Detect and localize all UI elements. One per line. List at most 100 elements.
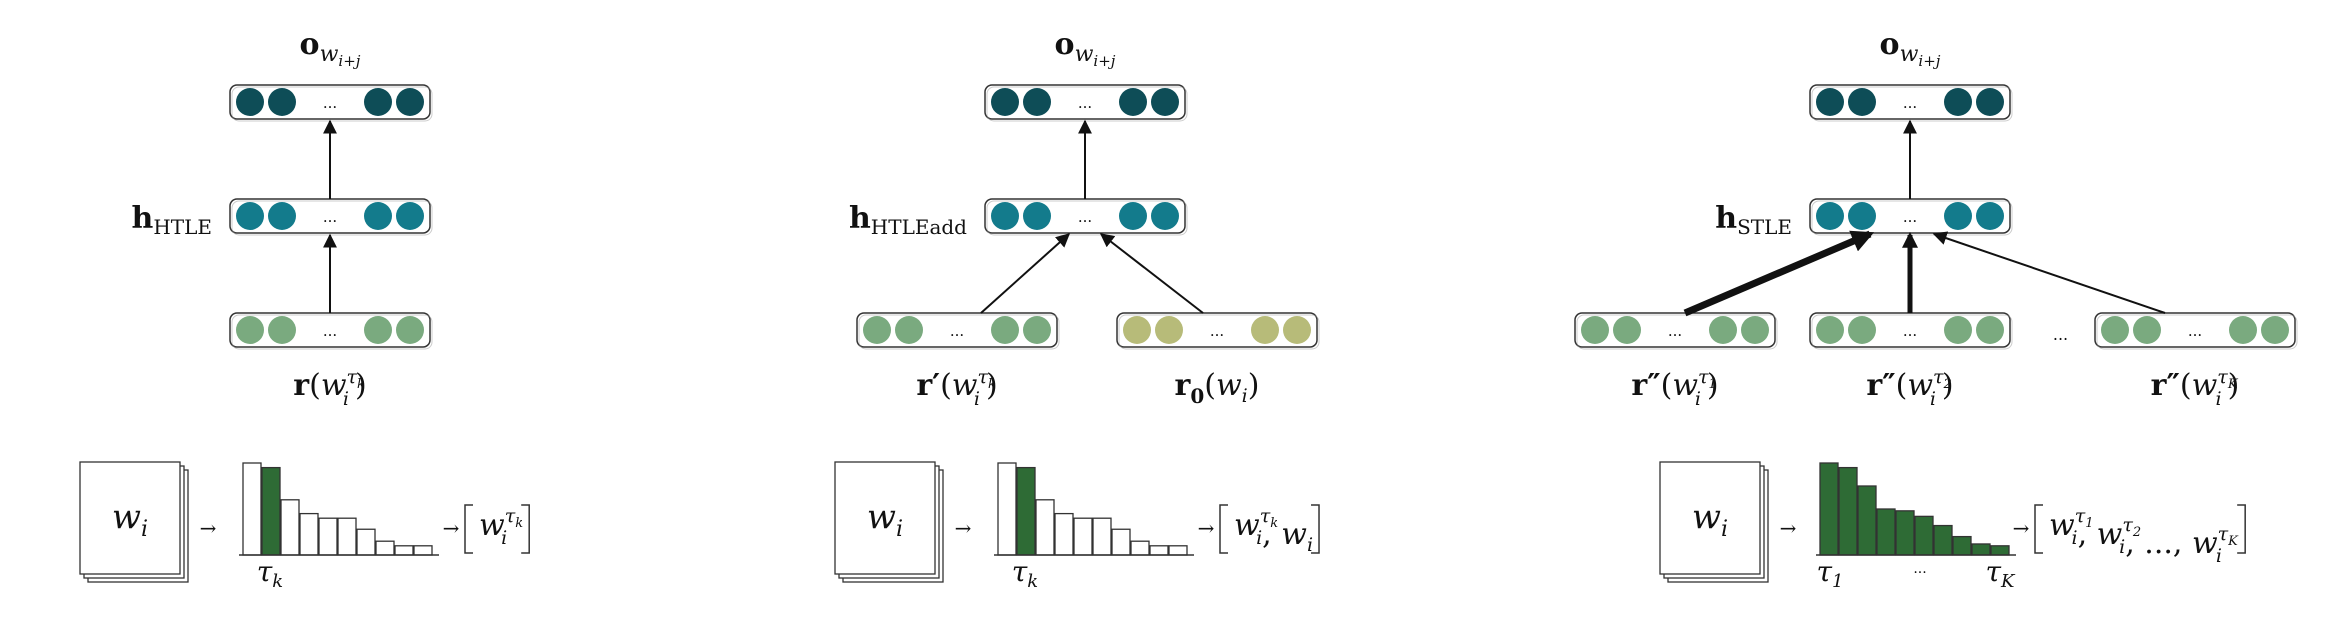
bracket-left [2034, 504, 2043, 554]
hidden-layer: ... [1809, 198, 2013, 236]
histogram-bar [1895, 510, 1915, 556]
layer-ellipsis: ... [2188, 322, 2202, 340]
layer-ellipsis: ... [1903, 208, 1917, 226]
flow-arrow-icon: → [955, 516, 972, 540]
neuron [364, 202, 392, 230]
histogram-bar [1933, 524, 1953, 556]
output-layer: ... [229, 84, 433, 122]
neuron [1816, 202, 1844, 230]
input-layer: ... [1116, 312, 1320, 350]
tick-ellipsis: ... [1913, 561, 1926, 577]
histogram: τk [994, 462, 1194, 592]
document-stack-icon: wi [79, 461, 189, 583]
histogram-bar [375, 540, 395, 556]
histogram-bar [318, 517, 338, 556]
layer-ellipsis: ... [1078, 208, 1092, 226]
flow-arrow-icon: → [2013, 516, 2030, 540]
arrow [1099, 233, 1204, 314]
neuron [364, 88, 392, 116]
histogram-bar [1168, 545, 1188, 556]
histogram-bar [1971, 543, 1991, 556]
layer-ellipsis: ... [1210, 322, 1224, 340]
bracket-right [1311, 504, 1320, 554]
inputs-ellipsis: ... [2053, 325, 2068, 344]
neuron [1023, 88, 1051, 116]
neuron [1119, 88, 1147, 116]
neuron [1848, 202, 1876, 230]
neuron [1944, 88, 1972, 116]
layer-ellipsis: ... [323, 208, 337, 226]
flow-arrow-icon: → [443, 516, 460, 540]
hidden-label: hHTLEadd [849, 201, 967, 239]
neuron [1155, 316, 1183, 344]
layer-ellipsis: ... [950, 322, 964, 340]
histogram-bar [261, 466, 281, 556]
neuron [991, 202, 1019, 230]
neuron [863, 316, 891, 344]
bracket-right [2237, 504, 2246, 554]
neuron [1709, 316, 1737, 344]
layer-ellipsis: ... [1903, 322, 1917, 340]
neuron [1023, 316, 1051, 344]
neuron [1581, 316, 1609, 344]
histogram-bar [1016, 466, 1036, 556]
document-label: wi [867, 497, 903, 542]
histogram-bar [1130, 540, 1150, 556]
neuron [1119, 202, 1147, 230]
neuron [1816, 88, 1844, 116]
neuron [1976, 202, 2004, 230]
neuron [1976, 316, 2004, 344]
layer-ellipsis: ... [323, 94, 337, 112]
neuron [236, 88, 264, 116]
neuron [2101, 316, 2129, 344]
bracket-right [521, 504, 530, 554]
flow-arrow-icon: → [1198, 516, 1215, 540]
histogram-bar [299, 512, 319, 556]
histogram-bar [1092, 517, 1112, 556]
output-layer: ... [1809, 84, 2013, 122]
input-layer: ... [229, 312, 433, 350]
histogram-bar [394, 545, 414, 556]
input-layer: ... [2094, 312, 2298, 350]
neuron [1283, 316, 1311, 344]
histogram-bar [1914, 515, 1934, 556]
neuron [1848, 316, 1876, 344]
layer-ellipsis: ... [1078, 94, 1092, 112]
output-layer: ... [984, 84, 1188, 122]
document-stack-icon: wi [1659, 461, 1769, 583]
neuron [1848, 88, 1876, 116]
hidden-label: hHTLE [132, 201, 212, 239]
neuron [2261, 316, 2289, 344]
arrow [980, 233, 1071, 314]
neuron [268, 202, 296, 230]
histogram-bar [280, 499, 300, 556]
hidden-label: hSTLE [1715, 201, 1792, 239]
neuron [1944, 316, 1972, 344]
neuron [268, 88, 296, 116]
output-label: owi+j [1880, 27, 1941, 70]
document-label: wi [1692, 497, 1728, 542]
input-layer: ... [1574, 312, 1778, 350]
neuron [991, 316, 1019, 344]
bracket-left [1219, 504, 1228, 554]
input-layer: ... [856, 312, 1060, 350]
histogram-bar [337, 517, 357, 556]
arrow-weighted-K [1932, 231, 2166, 314]
histogram-bar [997, 462, 1017, 556]
neuron [268, 316, 296, 344]
tick-label: τ1 [1817, 555, 1844, 592]
output-label: owi+j [1055, 27, 1116, 70]
histogram-bar [1149, 545, 1169, 556]
tick-label-end: τK [1986, 555, 2017, 592]
flow-arrow-icon: → [1780, 516, 1797, 540]
neuron [1976, 88, 2004, 116]
bracket-left [464, 504, 473, 554]
histogram-bar [242, 462, 262, 556]
